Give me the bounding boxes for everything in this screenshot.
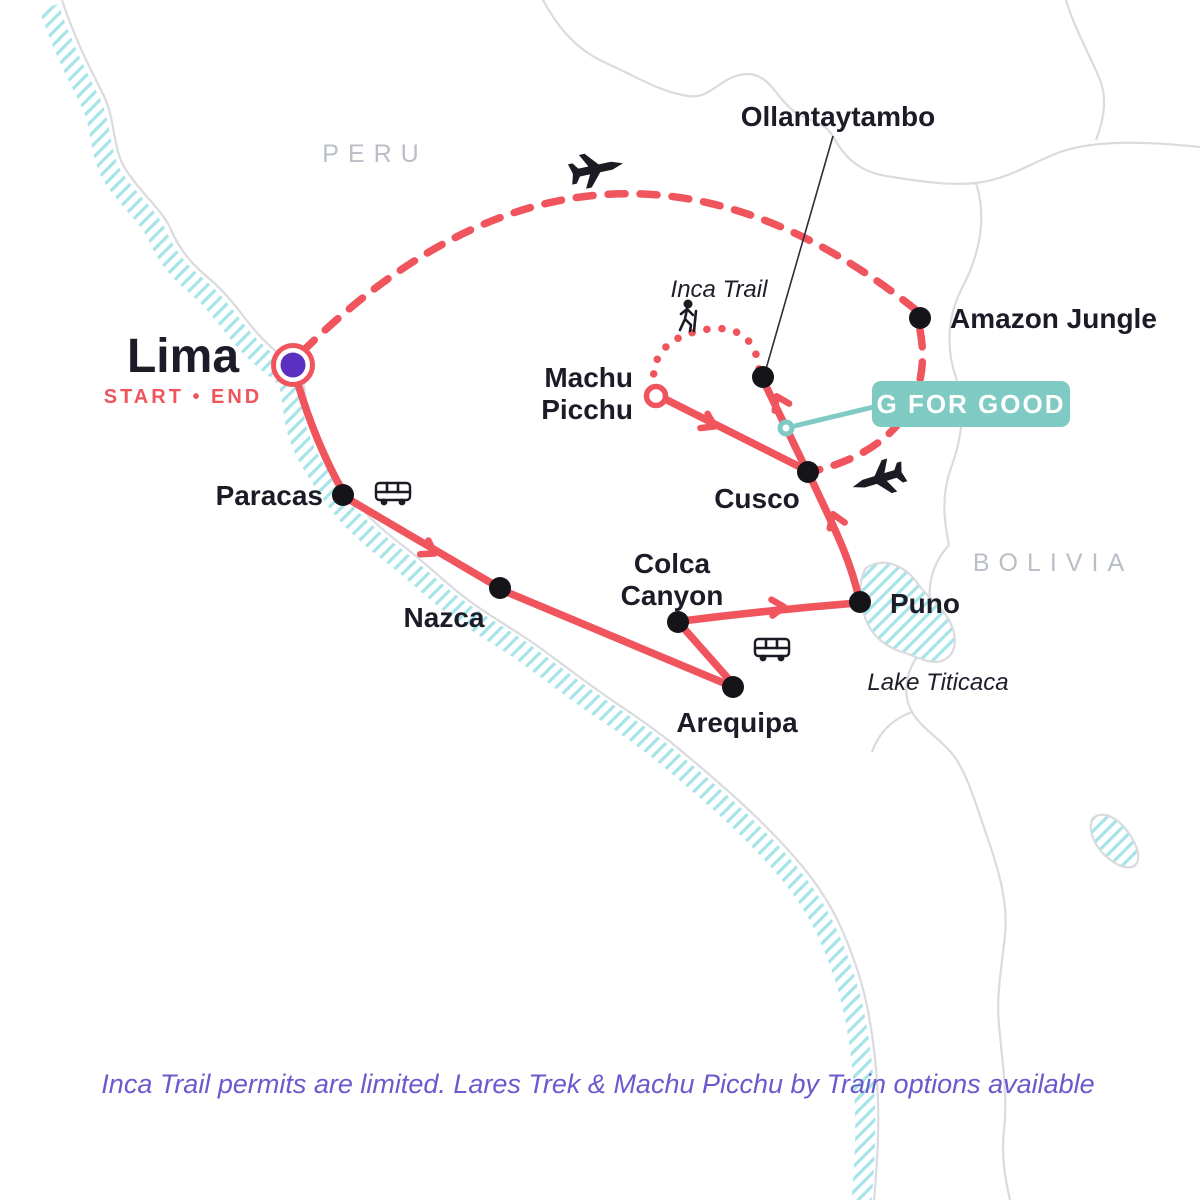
inca-trail-path (649, 324, 763, 390)
stop-label-machu-line2: Picchu (541, 394, 633, 425)
flight-amazon-cusco (814, 326, 927, 474)
region-label-peru: PERU (322, 140, 427, 168)
direction-arrow-paracas-nazca (416, 537, 438, 558)
stop-dot-machu-picchu (643, 383, 669, 409)
g-for-good-badge: G FOR GOOD (872, 381, 1070, 427)
segment-colca-puno (678, 599, 861, 625)
stop-dot-colca-canyon (667, 611, 689, 633)
stop-label-paracas: Paracas (216, 480, 323, 511)
start-end-label: START • END (104, 386, 263, 408)
east-border (943, 182, 983, 546)
stop-dot-nazca (489, 577, 511, 599)
small-lake-shape (1089, 813, 1140, 869)
stop-label-arequipa: Arequipa (676, 707, 798, 738)
stop-markers (271, 307, 931, 698)
country-borders (60, 0, 1200, 1200)
pacific-coastline (60, 0, 880, 1200)
stop-dot-puno (849, 591, 871, 613)
stop-dot-ollantaytambo (752, 366, 774, 388)
badge-label: G FOR GOOD (877, 389, 1066, 419)
airplane-icon (847, 454, 910, 504)
badge-background (872, 381, 1070, 427)
hiker-icon (678, 299, 698, 333)
stop-dot-paracas (332, 484, 354, 506)
border-spur (870, 710, 913, 753)
stop-dot-cusco (797, 461, 819, 483)
airplane-icon (566, 146, 627, 192)
footer-note: Inca Trail permits are limited. Lares Tr… (101, 1069, 1094, 1099)
bus-icon (374, 481, 412, 506)
top-right-border (1064, 0, 1106, 141)
stop-label-machu-line1: Machu (544, 362, 633, 393)
stop-dot-lima (280, 352, 306, 378)
direction-arrow-colca-puno (768, 596, 788, 619)
segment-machupicchu-cusco (661, 395, 808, 473)
stop-dot-arequipa (722, 676, 744, 698)
tour-route (290, 189, 927, 690)
flight-lima-amazon (298, 189, 920, 356)
lake-titicaca-shape (859, 561, 956, 663)
stop-label-lima: Lima (127, 330, 239, 383)
region-label-bolivia: BOLIVIA (973, 549, 1133, 577)
segment-arequipa-colca (676, 620, 737, 688)
stop-label-ollantaytambo: Ollantaytambo (741, 101, 935, 132)
stop-label-colca-line2: Canyon (621, 580, 724, 611)
direction-arrow-machupicchu-cusco (697, 410, 718, 432)
ollantaytambo-pointer-line (765, 135, 834, 370)
stop-label-cusco: Cusco (714, 483, 800, 514)
direction-arrow-puno-cusco (826, 510, 848, 532)
g-for-good-link (777, 401, 887, 437)
lake-titicaca-label: Lake Titicaca (867, 669, 1008, 696)
segment-puno-cusco (806, 472, 863, 603)
badge-connector-line (785, 401, 887, 431)
g-for-good-dot-center (782, 424, 790, 432)
segment-paracas-nazca (341, 493, 502, 591)
stop-label-amazon-jungle: Amazon Jungle (950, 303, 1157, 334)
stop-dot-amazon-jungle (909, 307, 931, 329)
stop-label-puno: Puno (890, 588, 960, 619)
stop-label-nazca: Nazca (404, 602, 485, 633)
map-labels: PERU BOLIVIA Lake Titicaca Inca Trail Li… (104, 101, 1157, 738)
inca-trail-label: Inca Trail (671, 276, 769, 303)
segment-nazca-arequipa (498, 586, 735, 690)
map-icons (374, 146, 910, 662)
bus-icon (753, 637, 791, 662)
stop-label-colca-line1: Colca (634, 548, 711, 579)
north-border (542, 0, 1200, 186)
direction-arrow-cusco-ollantaytambo (771, 393, 793, 414)
